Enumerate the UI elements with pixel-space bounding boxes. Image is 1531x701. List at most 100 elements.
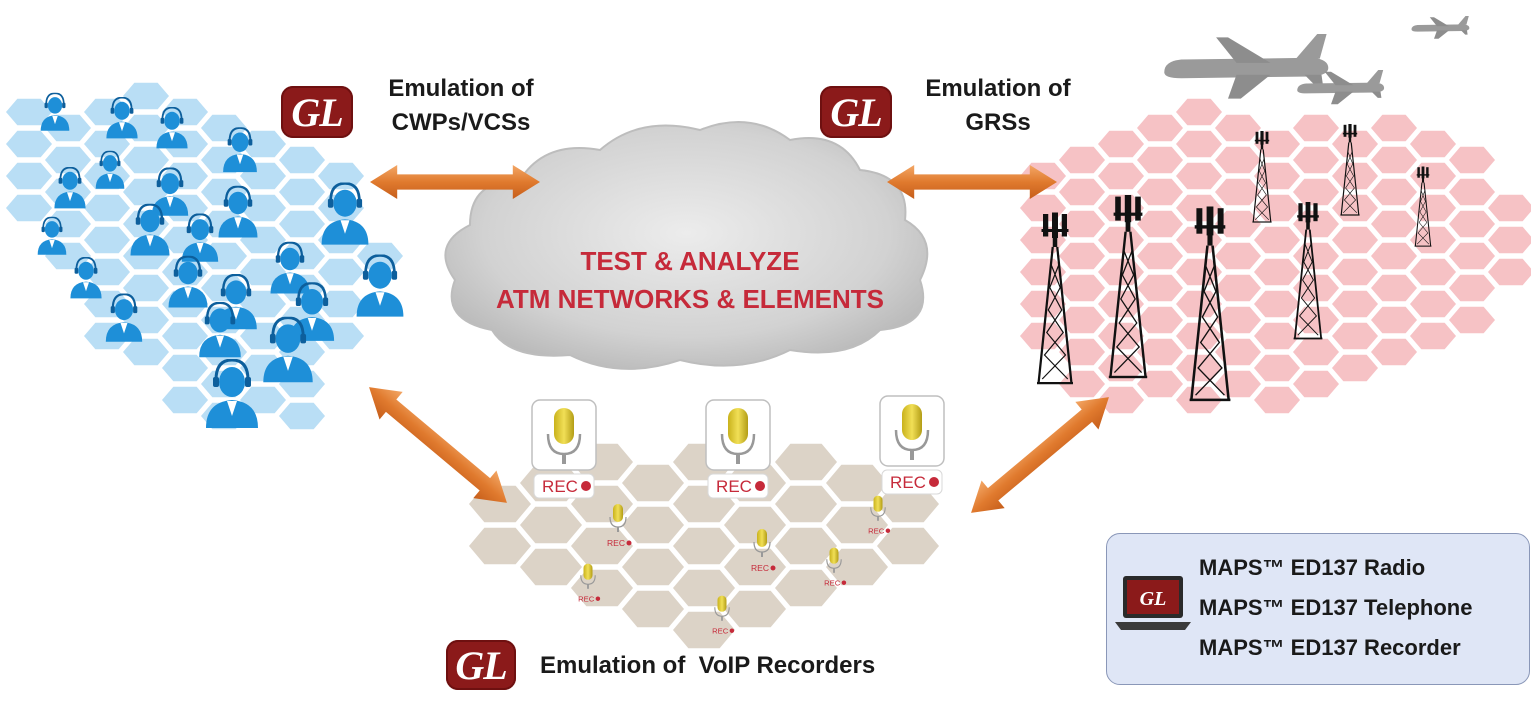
hexagon: [1213, 305, 1263, 335]
hexagon: [1369, 337, 1419, 367]
grs-label-line2: GRSs: [965, 109, 1031, 136]
hexagon: [722, 547, 788, 587]
cwp-label-line2: CWPs/VCSs: [391, 109, 531, 136]
rec-label: REC: [542, 477, 578, 496]
hexagon: [620, 505, 686, 545]
hexagon: [1291, 177, 1341, 207]
record-dot-icon: [841, 580, 847, 585]
record-dot-icon: [595, 596, 601, 601]
hexagon: [824, 547, 890, 587]
products-panel: GL MAPS™ ED137 Radio MAPS™ ED137 Telepho…: [1106, 533, 1530, 685]
hexagon: [773, 568, 839, 608]
hexagon: [121, 81, 171, 111]
hexagon: [518, 505, 584, 545]
hexagon: [1252, 129, 1302, 159]
hexagon: [1057, 209, 1107, 239]
grs-hexagon-field: [1018, 97, 1531, 415]
hexagon: [1408, 289, 1458, 319]
grs-label: Emulation of GRSs: [903, 72, 1093, 140]
hexagon: [773, 442, 839, 482]
hexagon: [1291, 241, 1341, 271]
hexagon: [1291, 113, 1341, 143]
record-dot-icon: [581, 481, 591, 491]
hexagon: [1369, 209, 1419, 239]
hexagon: [671, 526, 737, 566]
hexagon: [1135, 113, 1185, 143]
record-dot-icon: [729, 628, 735, 633]
hexagon: [1369, 113, 1419, 143]
hexagon: [773, 526, 839, 566]
voip-recorder-icon: REC: [751, 529, 776, 573]
hexagon: [1408, 257, 1458, 287]
hexagon: [1135, 145, 1185, 175]
hexagon: [875, 526, 941, 566]
hexagon: [620, 589, 686, 629]
hexagon: [1291, 145, 1341, 175]
hexagon: [1486, 193, 1531, 223]
airplane-icons: [1164, 16, 1470, 105]
record-dot-icon: [929, 477, 939, 487]
products-list: MAPS™ ED137 Radio MAPS™ ED137 Telephone …: [1199, 548, 1472, 668]
hexagon: [1330, 321, 1380, 351]
hexagon: [620, 463, 686, 503]
hexagon: [722, 589, 788, 629]
cwp-label: Emulation of CWPs/VCSs: [366, 72, 556, 140]
laptop-icon: GL: [1115, 576, 1191, 630]
hexagon: [467, 526, 533, 566]
hexagon: [1174, 161, 1224, 191]
hexagon: [722, 505, 788, 545]
voip-recorder-icon: REC: [705, 399, 771, 499]
hexagon: [1447, 177, 1497, 207]
cloud-title-line2: ATM NETWORKS & ELEMENTS: [496, 284, 884, 314]
product-item: MAPS™ ED137 Telephone: [1199, 595, 1473, 620]
hexagon: [1135, 337, 1185, 367]
voip-recorder-icon: REC: [868, 495, 891, 535]
recorders-label: Emulation of VoIP Recorders: [540, 652, 876, 679]
double-arrow-cloud-grs: [887, 165, 1057, 199]
product-item: MAPS™ ED137 Radio: [1199, 555, 1426, 580]
hexagon: [1447, 305, 1497, 335]
hexagon: [1213, 241, 1263, 271]
hexagon: [82, 225, 132, 255]
grs-label-line1: Emulation of: [925, 75, 1071, 102]
hexagon: [1096, 321, 1146, 351]
hexagon: [1213, 145, 1263, 175]
record-dot-icon: [626, 540, 632, 546]
hexagon: [1369, 273, 1419, 303]
hexagon: [1174, 97, 1224, 127]
double-arrow-cwp-cloud: [370, 165, 540, 199]
hexagon: [620, 547, 686, 587]
hexagon: [4, 161, 54, 191]
hexagon: [1408, 161, 1458, 191]
hexagon: [1330, 353, 1380, 383]
hexagon: [1057, 305, 1107, 335]
hexagon: [121, 145, 171, 175]
hexagon: [160, 385, 210, 415]
hexagon: [1057, 241, 1107, 271]
hexagon: [1447, 145, 1497, 175]
hexagon: [1408, 129, 1458, 159]
hexagon: [1213, 177, 1263, 207]
hexagon: [1213, 273, 1263, 303]
hexagon: [160, 353, 210, 383]
hexagon: [1330, 289, 1380, 319]
hexagon: [121, 273, 171, 303]
hexagon: [1408, 321, 1458, 351]
hexagon: [1408, 193, 1458, 223]
rec-label: REC: [716, 477, 752, 496]
rec-label: REC: [868, 526, 885, 535]
hexagon: [1135, 241, 1185, 271]
voip-recorder-icon: REC: [712, 595, 735, 635]
rec-label: REC: [578, 594, 595, 603]
hexagon: [1408, 225, 1458, 255]
hexagon: [1174, 129, 1224, 159]
rec-label: REC: [607, 538, 625, 548]
hexagon: [1369, 305, 1419, 335]
hexagon: [1369, 177, 1419, 207]
hexagon: [277, 209, 327, 239]
hexagon: [1447, 273, 1497, 303]
hexagon: [1135, 209, 1185, 239]
record-dot-icon: [885, 528, 891, 533]
